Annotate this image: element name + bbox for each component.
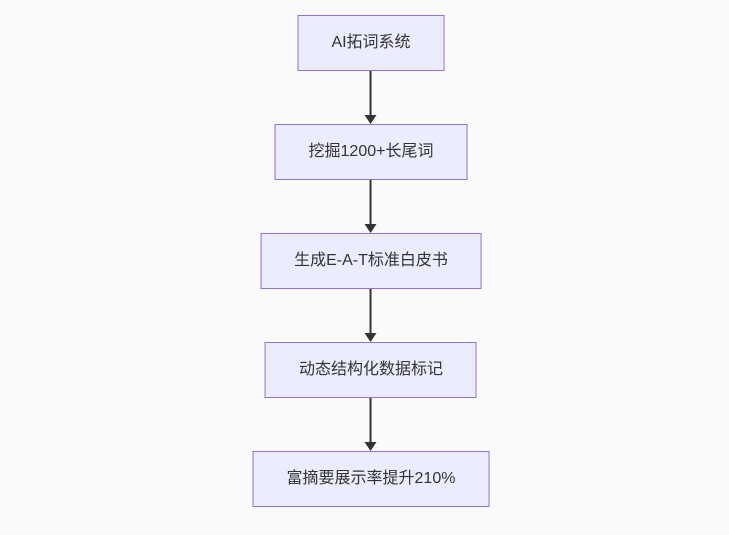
arrow-down-icon (365, 115, 377, 124)
flowchart-node-label: 动态结构化数据标记 (298, 361, 443, 378)
arrow-down-icon (364, 224, 377, 233)
flowchart-node-label: 挖掘1200+长尾词 (308, 143, 434, 160)
flowchart-step: 动态结构化数据标记 (264, 342, 477, 451)
arrow-line (369, 180, 372, 224)
flowchart-node-label: AI拓词系统 (331, 34, 411, 51)
arrow-line (370, 289, 372, 333)
flowchart-node: 动态结构化数据标记 (264, 342, 477, 398)
flowchart-node-label: 富摘要展示率提升210% (286, 470, 456, 487)
flowchart-step: 挖掘1200+长尾词 (274, 124, 468, 233)
flowchart-node: AI拓词系统 (297, 15, 445, 71)
flowchart-step: AI拓词系统 (297, 15, 445, 124)
flowchart-node: 富摘要展示率提升210% (252, 451, 490, 507)
flow-arrow (365, 289, 377, 342)
flowchart-node: 生成E-A-T标准白皮书 (260, 233, 482, 289)
flowchart-node-label: 生成E-A-T标准白皮书 (294, 252, 448, 269)
flowchart-column: AI拓词系统 挖掘1200+长尾词 生成E-A-T标准白皮书 动态结构化数据标记 (252, 15, 490, 507)
flow-arrow (365, 71, 377, 124)
flowchart-node: 挖掘1200+长尾词 (274, 124, 468, 180)
arrow-down-icon (364, 442, 377, 451)
flowchart-step: 富摘要展示率提升210% (252, 451, 490, 507)
flow-arrow (364, 180, 377, 233)
arrow-line (370, 71, 372, 115)
flowchart-step: 生成E-A-T标准白皮书 (260, 233, 482, 342)
arrow-down-icon (365, 333, 377, 342)
flow-arrow (364, 398, 377, 451)
arrow-line (369, 398, 372, 442)
